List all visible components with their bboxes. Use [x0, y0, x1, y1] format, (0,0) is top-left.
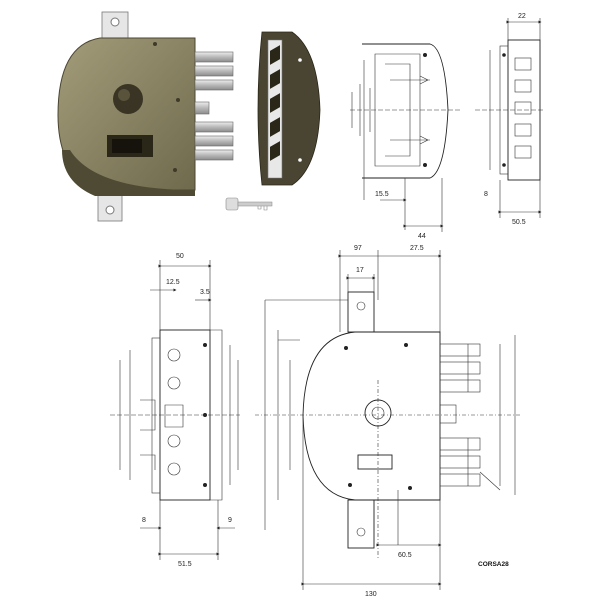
dim-50: 50 — [176, 253, 184, 260]
lock-photo — [57, 11, 234, 222]
dim-130: 130 — [365, 591, 377, 598]
dim-22: 22 — [518, 13, 526, 20]
dim-27-5: 27.5 — [410, 245, 424, 252]
dim-60-5: 60.5 — [398, 552, 412, 559]
cylinder-knob-icon — [113, 84, 143, 114]
model-code: CORSA28 — [478, 561, 509, 568]
dim-50-5: 50.5 — [512, 219, 526, 226]
dim-3-5: 3.5 — [200, 289, 210, 296]
key-icon — [225, 197, 273, 211]
dim-8-top: 8 — [484, 191, 488, 198]
bottom-front-drawing: 97 27.5 17 60.5 130 CORSA28 — [255, 245, 520, 598]
bottom-side-drawing: 50 12.5 3.5 51.5 8 9 — [110, 253, 240, 568]
faceplate-photo — [257, 31, 321, 186]
dim-17: 17 — [356, 267, 364, 274]
top-side-drawing: 22 8 50.5 — [475, 13, 545, 226]
dim-97: 97 — [354, 245, 362, 252]
dim-8-bottom: 8 — [142, 517, 146, 524]
dim-12-5: 12.5 — [166, 279, 180, 286]
dim-15-5: 15.5 — [375, 191, 389, 198]
top-front-drawing: 15.5 44 — [350, 43, 460, 240]
dim-44: 44 — [418, 233, 426, 240]
dim-9: 9 — [228, 517, 232, 524]
dim-51-5: 51.5 — [178, 561, 192, 568]
